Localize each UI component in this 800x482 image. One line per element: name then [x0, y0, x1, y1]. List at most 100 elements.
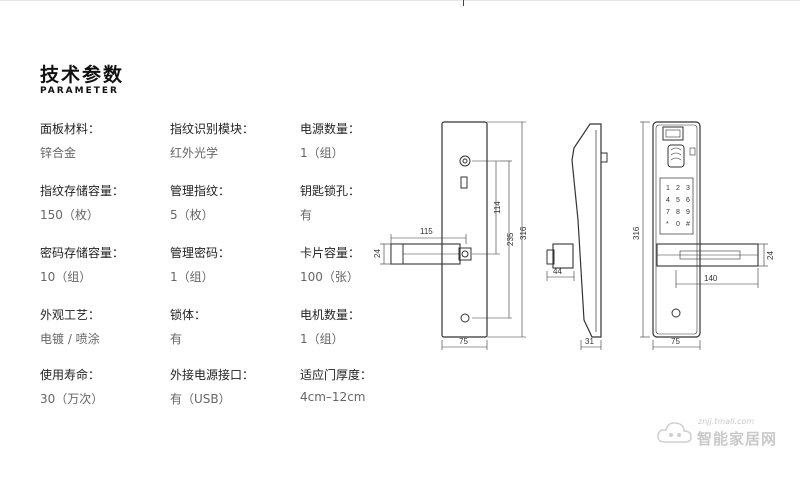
spec-label: 密码存储容量：	[40, 246, 125, 260]
spec-value: 30（万次）	[40, 392, 104, 406]
page-title: 技术参数	[40, 64, 125, 86]
keypad-key: 0	[676, 221, 680, 228]
side-view-drawing: 44 31	[546, 123, 608, 350]
spec-value: 有（USB）	[170, 392, 231, 406]
spec-power-count: 电源数量： 1（组）	[300, 120, 360, 161]
side-button	[600, 152, 608, 163]
fingerprint-window-inner	[665, 129, 681, 138]
keypad-key: 7	[666, 209, 670, 216]
dim-label-140: 140	[704, 274, 718, 283]
dim-label-31: 31	[585, 337, 594, 346]
spec-finish: 外观工艺： 电镀 / 喷涂	[40, 306, 100, 347]
spec-admin-password: 管理密码： 1（组）	[170, 244, 230, 285]
fingerprint-window	[662, 126, 684, 141]
spec-label: 卡片容量：	[300, 246, 361, 260]
screw-hole-top-inner	[462, 158, 468, 164]
front-handle-groove	[679, 250, 741, 260]
spec-label: 锁体：	[170, 308, 207, 322]
watermark-cloud-icon	[657, 422, 692, 443]
spec-admin-fingerprint: 管理指纹： 5（枚）	[170, 182, 230, 223]
dim-label-235: 235	[506, 232, 515, 246]
spec-value: 有	[170, 332, 183, 346]
front-small-button	[689, 147, 696, 156]
spec-fingerprint-module: 指纹识别模块： 红外光学	[170, 120, 254, 161]
screw-hole-bottom	[460, 313, 470, 323]
spec-value: 1（组）	[300, 332, 344, 346]
fingerprint-icon	[670, 147, 682, 161]
keypad-key: #	[686, 221, 690, 228]
spec-value: 10（组）	[40, 270, 92, 284]
dim-label-75-front: 75	[671, 337, 680, 346]
side-handle-outline	[552, 243, 574, 269]
fingerprint-sensor	[667, 144, 685, 168]
keypad-key: 8	[676, 209, 680, 216]
spec-external-power: 外接电源接口： 有（USB）	[170, 366, 254, 407]
dim-label-75-back: 75	[459, 337, 468, 346]
spec-value: 100（张）	[300, 270, 359, 284]
spec-label: 管理密码：	[170, 246, 231, 260]
spec-label: 外观工艺：	[40, 308, 101, 322]
keypad-key: *	[666, 221, 669, 228]
spec-card-capacity: 卡片容量： 100（张）	[300, 244, 360, 285]
spec-motor-count: 电机数量： 1（组）	[300, 306, 360, 347]
spec-label: 管理指纹：	[170, 184, 231, 198]
spec-label: 钥匙锁孔：	[300, 184, 361, 198]
back-plate-outline	[441, 121, 488, 338]
dim-label-114: 114	[493, 201, 502, 214]
keypad-key: 4	[666, 197, 670, 204]
spec-label: 适应门厚度：	[300, 368, 373, 382]
side-profile-outline	[571, 123, 602, 338]
top-marker	[463, 0, 464, 6]
back-view-drawing: 115 24 114 235 316 75	[373, 121, 528, 350]
latch-slot	[460, 176, 468, 189]
spec-label: 面板材料：	[40, 122, 101, 136]
dim-label-316-front: 316	[632, 226, 641, 240]
dim-label-24-front: 24	[766, 251, 775, 260]
keypad-key: 3	[686, 185, 690, 192]
spec-value: 1（组）	[170, 270, 214, 284]
spec-label: 电源数量：	[300, 122, 361, 136]
keypad-key: 5	[676, 197, 680, 204]
spec-lock-body: 锁体： 有	[170, 306, 206, 347]
screw-hole-top	[459, 155, 471, 167]
dim-label-316-back: 316	[519, 226, 528, 240]
spec-panel-material: 面板材料： 锌合金	[40, 120, 100, 161]
side-handle-end	[546, 249, 555, 265]
keypad-key: 1	[666, 185, 670, 192]
page-subtitle: PARAMETER	[40, 86, 119, 96]
spindle-hole	[461, 250, 469, 258]
front-plate-outline	[652, 121, 701, 338]
back-handle-end	[390, 243, 404, 265]
front-plate-inner	[655, 124, 698, 335]
spindle-square	[458, 247, 472, 261]
spec-value: 1（组）	[300, 146, 344, 160]
watermark-text: 智能家居网	[697, 430, 778, 448]
spec-door-thickness: 适应门厚度： 4cm–12cm	[300, 366, 372, 404]
spec-value: 有	[300, 208, 313, 222]
spec-label: 电机数量：	[300, 308, 361, 322]
spec-value: 电镀 / 喷涂	[40, 332, 100, 346]
dim-label-24-back: 24	[373, 249, 382, 258]
spec-value: 5（枚）	[170, 208, 214, 222]
spec-keyhole: 钥匙锁孔： 有	[300, 182, 360, 223]
spec-label: 指纹存储容量：	[40, 184, 125, 198]
watermark-url: znjj.tmall.com	[698, 417, 755, 426]
keypad-outline	[659, 177, 694, 235]
spec-value: 150（枚）	[40, 208, 99, 222]
spec-value: 锌合金	[40, 146, 77, 160]
keypad-key: 2	[676, 185, 680, 192]
dim-label-115: 115	[420, 227, 433, 236]
spec-lifespan: 使用寿命： 30（万次）	[40, 366, 103, 407]
spec-label: 指纹识别模块：	[170, 122, 255, 136]
spec-label: 外接电源接口：	[170, 368, 255, 382]
spec-fingerprint-capacity: 指纹存储容量： 150（枚）	[40, 182, 124, 223]
top-divider	[0, 0, 800, 1]
spec-value: 红外光学	[170, 146, 219, 160]
spec-password-capacity: 密码存储容量： 10（组）	[40, 244, 124, 285]
front-keyhole	[671, 308, 681, 318]
keypad-key: 9	[686, 209, 690, 216]
dim-label-44: 44	[553, 267, 562, 276]
